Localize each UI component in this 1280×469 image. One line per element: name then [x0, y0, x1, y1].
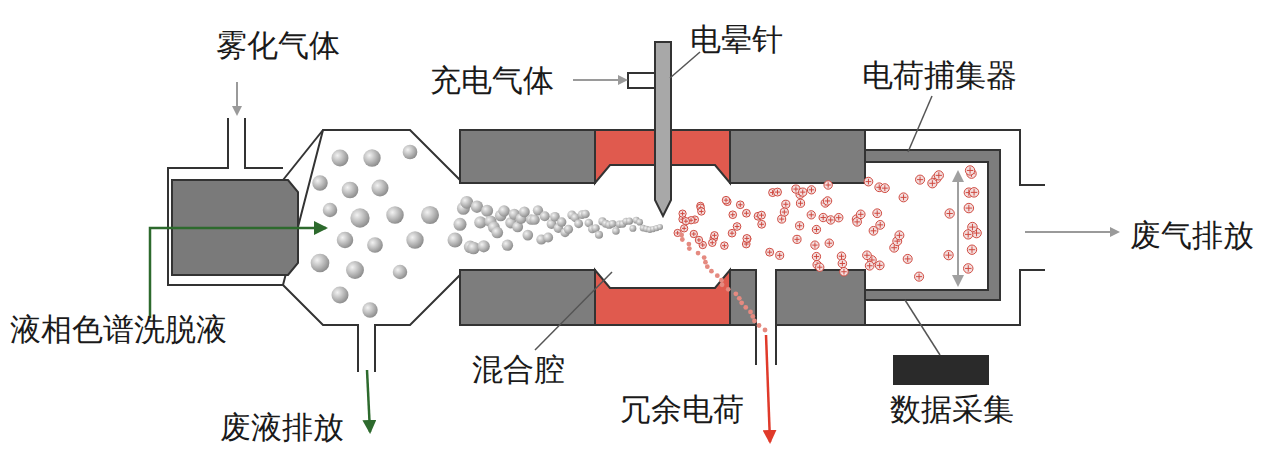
part-label: 混合腔 — [472, 352, 565, 386]
outlet-label: 废液排放 — [220, 410, 344, 444]
outlet-label: 废气排放 — [1130, 218, 1254, 252]
gas-inlet-label: 雾化气体 — [216, 28, 340, 62]
gas-inlet-label: 充电气体 — [430, 63, 554, 97]
inlet-label: 液相色谱洗脱液 — [10, 312, 227, 346]
data-box — [893, 355, 989, 385]
part-label: 数据采集 — [890, 392, 1014, 426]
outlet-label: 冗余电荷 — [620, 392, 744, 426]
part-label: 电晕针 — [690, 22, 783, 56]
part-label: 电荷捕集器 — [862, 58, 1017, 92]
